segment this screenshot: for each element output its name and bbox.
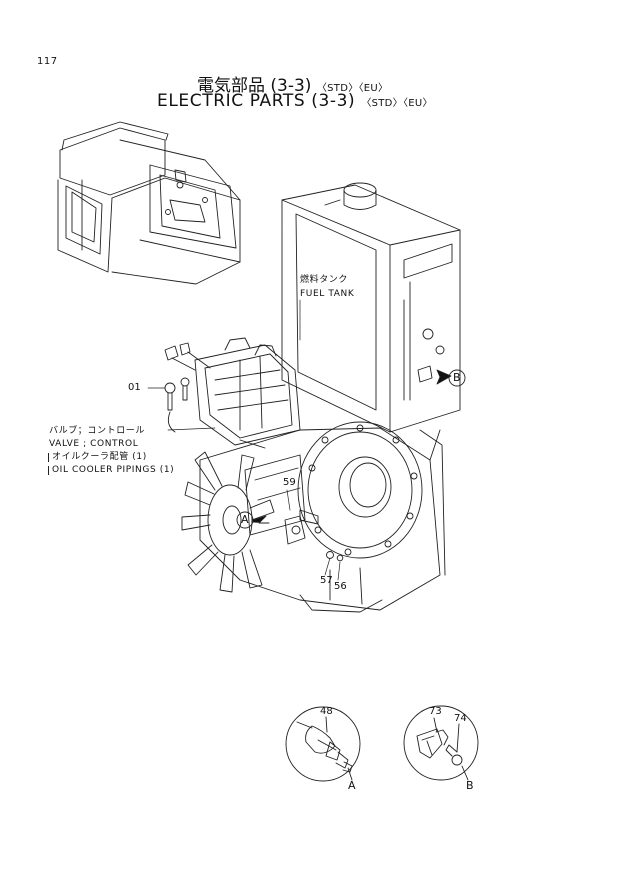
fuel-tank-label-jp: 燃料タンク [300, 275, 349, 285]
oil-cooler-label-en: OIL COOLER PIPINGS (1) [48, 466, 174, 475]
callout-57: 57 [320, 575, 333, 586]
fuel-tank-label-en: FUEL TANK [300, 289, 355, 299]
title-english: ELECTRIC PARTS (3-3) 〈STD〉〈EU〉 [157, 91, 433, 111]
detail-b-drawing [403, 705, 479, 781]
marker-a-letter: A [241, 513, 249, 526]
fan-drawing [181, 451, 275, 593]
title-english-tags: 〈STD〉〈EU〉 [361, 98, 433, 109]
title-japanese-tags: 〈STD〉〈EU〉 [316, 83, 389, 94]
callout-59: 59 [283, 477, 296, 488]
valve-label-en: VALVE ; CONTROL [49, 439, 139, 449]
page-number: 117 [37, 56, 58, 67]
callout-73: 73 [429, 706, 442, 717]
valve-label-jp: バルブ；コントロール [49, 426, 146, 436]
callout-56: 56 [334, 581, 347, 592]
engine-drawing [199, 421, 446, 613]
oil-cooler-label-jp: オイルクーラ配管 (1) [48, 453, 147, 462]
marker-b [436, 369, 466, 387]
detail-a-drawing [285, 706, 361, 782]
title-english-text: ELECTRIC PARTS (3-3) [157, 91, 356, 111]
leader-lines [147, 299, 341, 581]
detail-b-letter: B [466, 779, 474, 792]
marker-b-letter: B [453, 371, 461, 384]
control-valve-drawing [164, 337, 301, 446]
marker-a [236, 511, 270, 529]
callout-48: 48 [320, 706, 333, 717]
title-japanese: 電気部品 (3-3) 〈STD〉〈EU〉 [197, 71, 388, 96]
cab-drawing [57, 121, 241, 285]
title-japanese-text: 電気部品 (3-3) [197, 76, 312, 96]
fuel-tank-drawing [281, 182, 461, 433]
detail-a-letter: A [348, 779, 356, 792]
callout-74: 74 [454, 713, 467, 724]
callout-01: 01 [128, 382, 141, 393]
